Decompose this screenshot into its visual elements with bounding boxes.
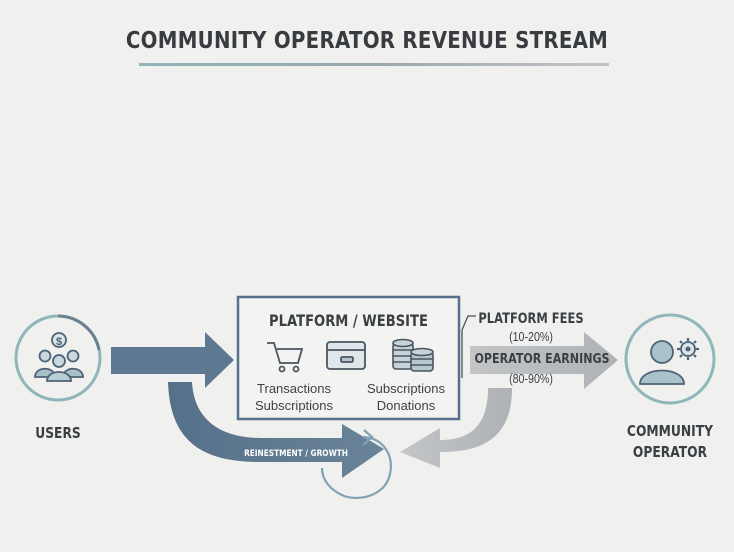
coin-stack-icon bbox=[392, 338, 434, 372]
growth-loop-arrowhead bbox=[362, 429, 374, 446]
operator-circle bbox=[624, 313, 716, 405]
platform-left-text: Transactions Subscriptions bbox=[244, 380, 344, 414]
operator-label-line-1: COMMUNITY bbox=[626, 422, 714, 440]
platform-to-operator-arrow bbox=[470, 332, 618, 389]
platform-right-line-1: Subscriptions bbox=[366, 381, 446, 396]
reinvestment-arrow bbox=[168, 382, 384, 478]
users-circle-accent bbox=[57, 314, 101, 351]
platform-fees-value: (10-20%) bbox=[509, 329, 553, 344]
operator-label-line-2: OPERATOR bbox=[632, 443, 708, 461]
operator-earnings-value: (80-90%) bbox=[509, 371, 553, 386]
platform-left-line-2: Subscriptions bbox=[254, 398, 334, 413]
title-underline bbox=[139, 63, 609, 66]
platform-left-line-1: Transactions bbox=[257, 381, 331, 396]
shopping-cart-icon bbox=[267, 342, 304, 373]
platform-fees-label: PLATFORM FEES bbox=[478, 311, 584, 327]
reinvestment-label: REINESTMENT / GROWTH bbox=[244, 449, 348, 459]
fees-bracket bbox=[461, 315, 476, 378]
platform-title: PLATFORM / WEBSITE bbox=[269, 311, 428, 330]
operator-label: COMMUNITY OPERATOR bbox=[625, 421, 715, 463]
diagram-title: COMMUNITY OPERATOR REVENUE STREAM bbox=[125, 28, 609, 54]
growth-loop-arrow bbox=[320, 435, 392, 500]
users-to-platform-arrow bbox=[111, 332, 234, 388]
platform-right-line-2: Donations bbox=[376, 398, 436, 413]
operator-earnings-label: OPERATOR EARNINGS bbox=[474, 351, 610, 367]
users-dollar-icon: $ bbox=[34, 332, 84, 382]
credit-card-icon bbox=[326, 341, 366, 370]
operator-return-arrow bbox=[400, 388, 512, 468]
svg-text:$: $ bbox=[56, 336, 62, 348]
platform-right-text: Subscriptions Donations bbox=[356, 380, 456, 414]
users-label: USERS bbox=[35, 424, 81, 442]
operator-gear-icon bbox=[639, 338, 699, 385]
